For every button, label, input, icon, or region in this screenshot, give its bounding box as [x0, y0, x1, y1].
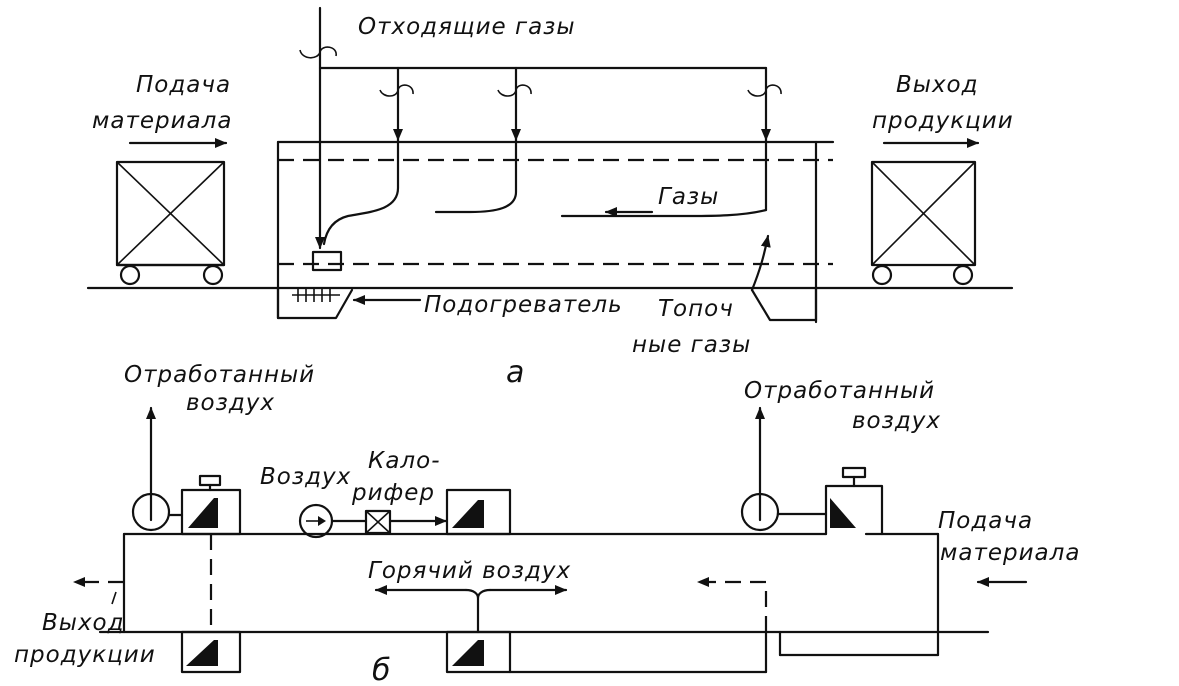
diagram-a: Отходящие газы Подача материала Выход пр…: [86, 6, 1014, 390]
label-feed-a-1: Подача: [136, 72, 231, 98]
fan-right: [740, 406, 828, 532]
label-heater: Подогреватель: [424, 292, 623, 318]
label-spent-air-left-1: Отработанный: [124, 362, 315, 388]
cart-left: [115, 160, 226, 286]
heater-box: [276, 286, 354, 320]
label-feed-a-2: материала: [92, 108, 232, 134]
label-output-a-2: продукции: [872, 108, 1014, 134]
caption-b: б: [372, 653, 391, 686]
exhaust-pipes: [299, 6, 782, 250]
gas-flow-paths: [322, 138, 771, 292]
air-box-lower-left: [180, 630, 242, 674]
flue-gas-box: [750, 286, 818, 322]
fan-left: [131, 406, 184, 532]
air-fan: [298, 503, 368, 539]
air-box-upper-left: [180, 474, 242, 536]
label-flue-1: Топоч: [658, 296, 734, 322]
label-calorifier-1: Кало-: [368, 448, 441, 474]
label-flue-2: ные газы: [632, 332, 751, 358]
calorifier: [364, 509, 392, 535]
label-feed-b-2: материала: [940, 540, 1080, 566]
label-spent-air-right-1: Отработанный: [744, 378, 935, 404]
label-output-b-1: Выход: [42, 610, 125, 636]
diagram-b: Отработанный воздух Отработанный воздух …: [14, 362, 1080, 686]
heater-block: [311, 250, 343, 272]
label-gases: Газы: [658, 184, 719, 210]
label-spent-air-left-2: воздух: [186, 390, 275, 416]
label-calorifier-2: рифер: [351, 480, 435, 506]
label-feed-b-1: Подача: [938, 508, 1033, 534]
label-air: Воздух: [260, 464, 351, 490]
label-spent-air-right-2: воздух: [852, 408, 941, 434]
dryer-body-b: [122, 532, 940, 657]
label-output-b-2: продукции: [14, 642, 156, 668]
air-box-lower-middle: [445, 630, 512, 674]
label-exhaust-gases: Отходящие газы: [358, 14, 576, 40]
label-output-a-1: Выход: [896, 72, 979, 98]
cart-right: [870, 160, 977, 286]
air-box-upper-middle: [445, 488, 512, 536]
label-hot-air: Горячий воздух: [368, 558, 571, 584]
output-leader: [111, 591, 117, 605]
air-box-upper-right: [824, 466, 884, 536]
lower-duct: [508, 582, 782, 674]
hot-air-distribution: [374, 585, 568, 634]
caption-a: а: [506, 355, 524, 390]
